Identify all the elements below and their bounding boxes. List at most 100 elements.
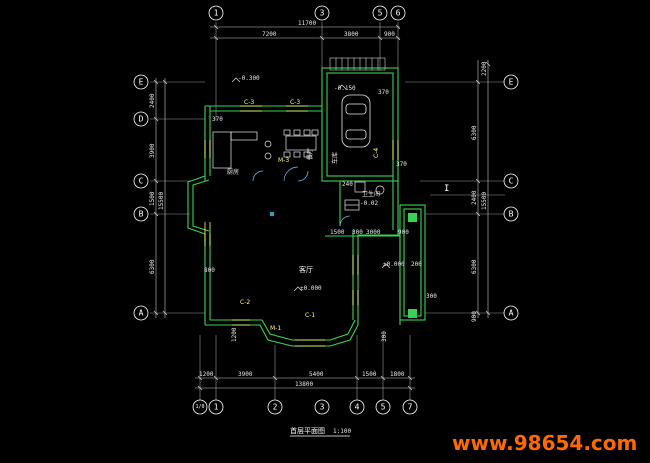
column-marker [408,213,417,222]
label-window-c4: C-4 [373,148,380,158]
dim-right-total: 15500 [481,192,488,210]
dim-bottom-part: 1800 [390,371,405,378]
axis-label-bottom: 2 [273,403,278,412]
dim-interior: 1500 [330,229,345,236]
dim-240: 240 [342,181,353,188]
label-window-c2: C-2 [240,299,250,306]
windows [204,105,399,347]
room-kitchen: 厨房 [227,168,239,176]
level-stair: -0.02 [360,200,378,207]
dim-right-part: 900 [471,311,478,322]
axis-bubble-bottom [208,399,224,415]
dim-top-total: 11700 [298,20,316,27]
dim-370: 370 [212,116,223,123]
axis-label-left: D [139,115,144,124]
drawing-title-block: 首层平面图 1:100 [290,426,351,437]
axis-bubble-bottom [375,399,391,415]
axis-bubble-top [314,5,330,21]
axis-bubbles [133,5,519,415]
dim-interior: 300 [426,293,437,300]
axis-label-left: B [139,210,144,219]
axis-bubble-bottom [314,399,330,415]
door-swings [252,166,351,227]
axis-labels: 1 3 5 6 1/0 1 2 3 4 5 7 E D C B A E C B … [139,9,514,412]
axis-label-top: 5 [378,9,383,18]
dim-left-part: 1500 [149,191,156,206]
dim-top-part: 900 [384,31,395,38]
axis-bubble-right [503,173,519,189]
axis-label-bottom: 3 [320,403,325,412]
column-marker [270,212,274,216]
axis-label-left: E [139,78,144,87]
dim-bottom-part: 1500 [362,371,377,378]
axis-bubble-bottom [402,399,418,415]
level-side: ±0.000 [383,261,405,268]
axis-bubble-left [133,74,149,90]
level-marks [231,77,391,292]
axis-label-bottom: 1/0 [195,404,204,410]
axis-label-bottom: 7 [408,403,413,412]
dim-800: 800 [204,267,215,274]
dim-300: 300 [381,331,388,342]
dim-left-part: 2400 [149,93,156,108]
dim-right-top: 2200 [481,61,488,76]
axis-label-right: E [509,78,514,87]
dimension-lines [155,26,489,389]
dim-bottom-total: 13800 [295,381,313,388]
column-marker [408,309,417,318]
dim-right-part: 6300 [471,259,478,274]
dim-interior: 300 [352,229,363,236]
axis-label-bottom: 1 [214,403,219,412]
axis-label-right: A [509,309,514,318]
dim-right-part: 2400 [471,190,478,205]
kitchen-fixtures [212,129,319,169]
dim-370: 370 [396,161,407,168]
axis-label-left: A [139,309,144,318]
room-wc: 卫生间 [362,190,380,198]
axis-label-top: 1 [214,9,219,18]
dim-200: 200 [411,261,422,268]
dim-right-part: 6300 [471,125,478,140]
axis-bubble-bottom [192,399,208,415]
axis-bubble-bottom [349,399,365,415]
axis-label-bottom: 5 [381,403,386,412]
axis-bubble-left [133,305,149,321]
level-garage-outer: -0.300 [238,75,260,82]
dim-1200: 1200 [231,327,238,342]
grid-lines [150,22,505,400]
wc-fixtures [344,181,385,211]
axis-bubble-top [208,5,224,21]
dimension-ticks [153,24,491,391]
axis-bubble-left [133,206,149,222]
dim-bottom-part: 5400 [309,371,324,378]
label-window-c3: C-3 [290,99,300,106]
axis-label-bottom: 4 [355,403,360,412]
section-marker: I [444,184,449,194]
annotation-texts: -0.300 -0.150 -0.02 ±0.000 ±0.000 客厅 厨房 … [204,75,422,342]
room-garage: 车库 [331,152,339,164]
dim-bottom-part: 1200 [199,371,214,378]
axis-bubble-right [503,206,519,222]
axis-bubble-bottom [267,399,283,415]
watermark: www.98654.com [452,431,637,455]
dimension-texts: 11700 7200 3800 900 1200 3900 5400 1500 … [149,20,488,388]
dim-interior: 3000 [366,229,381,236]
dim-370: 370 [378,89,389,96]
dim-left-part: 6300 [149,259,156,274]
level-living: ±0.000 [300,285,322,292]
label-door-m3: M-3 [278,157,289,164]
room-living: 客厅 [299,265,313,274]
garage-door [329,57,386,71]
axis-label-right: B [509,210,514,219]
label-window-c3: C-3 [244,99,254,106]
axis-bubble-top [372,5,388,21]
dim-left-total: 15500 [158,192,165,210]
axis-bubble-right [503,74,519,90]
axis-bubble-left [133,111,149,127]
dim-interior: 900 [398,229,409,236]
axis-bubble-right [503,305,519,321]
label-door-m1: M-1 [270,325,281,332]
label-window-c1: C-1 [305,312,315,319]
dim-bottom-part: 3900 [238,371,253,378]
